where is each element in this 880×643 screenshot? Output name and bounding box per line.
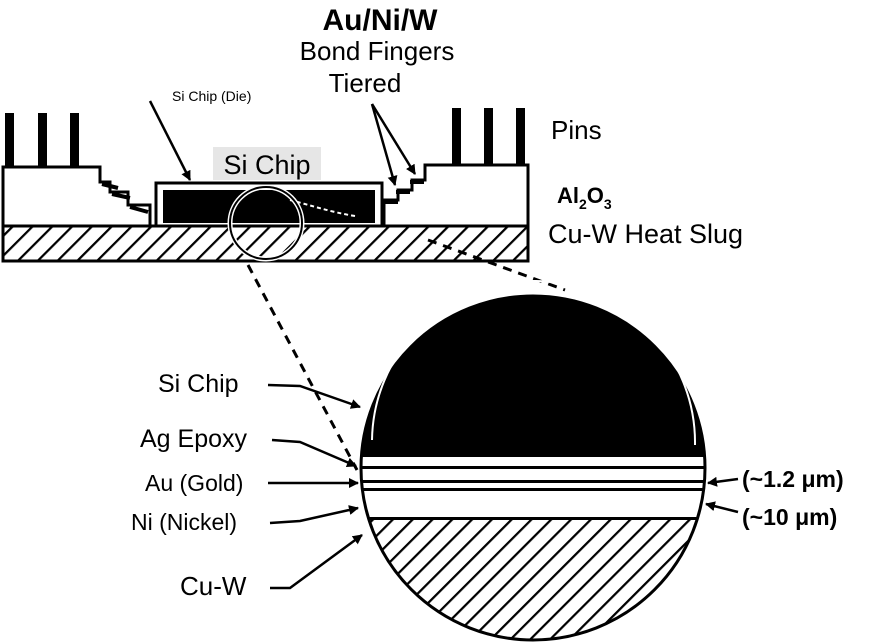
layer-au-line (361, 480, 705, 483)
layer-si-chip (361, 296, 705, 457)
pin-left-3 (70, 113, 79, 170)
arrow-ag-epoxy (271, 438, 357, 468)
title-tiered: Tiered (329, 68, 402, 98)
arrow-au-thickness (707, 476, 739, 487)
pin-right-3 (516, 108, 525, 165)
chip-label: Si Chip (223, 150, 310, 180)
ceramic-body-right (382, 163, 530, 228)
zoom-dash-right (427, 238, 566, 292)
label-au-thickness: (~1.2 μm) (742, 466, 844, 492)
layer-ni-cuw-boundary (361, 517, 705, 520)
bond-finger-left (101, 182, 149, 214)
label-ni-nickel: Ni (Nickel) (131, 509, 237, 535)
magnified-circle-highlight (371, 280, 697, 446)
layer-ni-top (361, 483, 705, 489)
magnified-circle-outline (359, 294, 707, 642)
zoom-dash-left (246, 264, 359, 471)
wire-bond-trace (289, 199, 356, 217)
layer-ag-epoxy-line (361, 466, 705, 469)
pin-right-1 (452, 108, 461, 165)
arrow-cu-w (270, 533, 363, 590)
chip-label-bg (213, 147, 321, 180)
bond-finger-right (384, 180, 424, 204)
arrow-si-chip (267, 383, 361, 409)
layer-au-gold (361, 469, 705, 481)
pins-label: Pins (551, 115, 602, 145)
title-bond-fingers: Bond Fingers (300, 36, 455, 66)
si-chip-die (163, 190, 375, 223)
label-au-gold: Au (Gold) (145, 470, 243, 496)
arrow-ni-nickel (269, 505, 359, 525)
arrow-ni-thickness (705, 501, 739, 514)
pin-left-1 (5, 113, 14, 170)
tiered-arrow-right (370, 103, 417, 175)
layer-ag-epoxy (361, 457, 705, 467)
title-au-ni-w: Au/Ni/W (323, 4, 439, 37)
pin-left-2 (38, 113, 47, 170)
pin-right-2 (484, 108, 493, 165)
zoom-region-outline (229, 186, 303, 260)
label-ni-thickness: (~10 μm) (742, 504, 837, 530)
label-si-chip: Si Chip (158, 370, 239, 398)
tiered-arrow-left (370, 103, 398, 186)
label-ag-epoxy: Ag Epoxy (140, 425, 248, 453)
label-cu-w: Cu-W (180, 571, 247, 601)
layer-ni-line (361, 488, 705, 491)
layer-ni-nickel (361, 491, 705, 519)
heat-slug (1, 224, 530, 263)
die-callout-arrow (148, 100, 192, 181)
die-callout-label: Si Chip (Die) (172, 88, 251, 104)
heat-slug-label: Cu-W Heat Slug (548, 219, 743, 249)
ceramic-label: Al2O3 (557, 183, 612, 212)
